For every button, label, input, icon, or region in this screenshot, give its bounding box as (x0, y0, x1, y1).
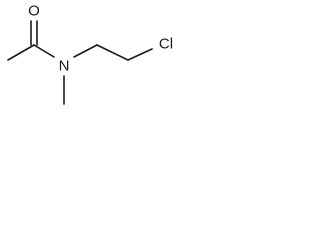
atom-label-chlorine: Cl (159, 36, 173, 53)
bond-carbonyl-nitrogen (33, 44, 55, 58)
bond-ethyl-chain (96, 44, 129, 61)
molecule-structure: O N Cl (7, 3, 173, 105)
bond-nitrogen-ethyl (73, 44, 98, 58)
atom-label-oxygen: O (28, 3, 40, 20)
atom-label-nitrogen: N (59, 58, 70, 75)
bond-chain-chlorine (127, 48, 153, 61)
bond-methyl-carbonyl (7, 44, 35, 61)
